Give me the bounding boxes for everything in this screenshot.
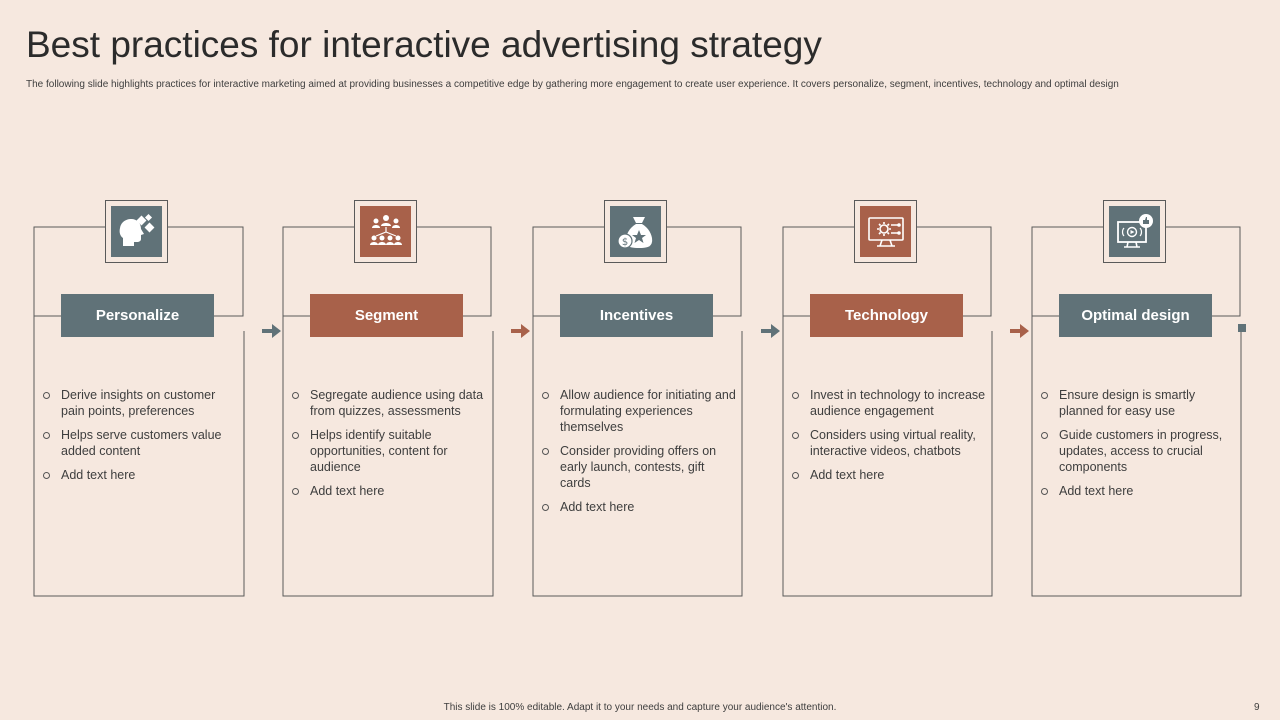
list-item: Add text here bbox=[292, 483, 487, 499]
step-personalize: Personalize Derive insights on customer … bbox=[33, 200, 245, 597]
page-number: 9 bbox=[1254, 702, 1260, 713]
end-marker bbox=[1238, 324, 1246, 332]
step-frame bbox=[532, 226, 743, 597]
list-item: Add text here bbox=[1041, 483, 1236, 499]
list-item: Add text here bbox=[542, 499, 737, 515]
icon-frame bbox=[354, 200, 417, 263]
list-item: Allow audience for initiating and formul… bbox=[542, 387, 737, 435]
list-item: Ensure design is smartly planned for eas… bbox=[1041, 387, 1236, 419]
arrow-right-icon bbox=[511, 324, 530, 338]
list-item: Derive insights on customer pain points,… bbox=[43, 387, 238, 419]
bullet-list: Derive insights on customer pain points,… bbox=[43, 387, 238, 491]
bullet-list: Invest in technology to increase audienc… bbox=[792, 387, 987, 491]
page-title: Best practices for interactive advertisi… bbox=[26, 24, 822, 65]
step-frame bbox=[33, 226, 245, 597]
step-frame bbox=[1031, 226, 1242, 597]
list-item: Helps identify suitable opportunities, c… bbox=[292, 427, 487, 475]
step-frame bbox=[282, 226, 494, 597]
head-puzzle-icon bbox=[111, 206, 162, 257]
money-bag-icon: $ bbox=[610, 206, 661, 257]
screen-design-icon bbox=[1109, 206, 1160, 257]
icon-frame bbox=[854, 200, 917, 263]
step-label: Optimal design bbox=[1059, 294, 1212, 337]
icon-frame bbox=[1103, 200, 1166, 263]
icon-frame: $ bbox=[604, 200, 667, 263]
step-label: Incentives bbox=[560, 294, 713, 337]
list-item: Guide customers in progress, updates, ac… bbox=[1041, 427, 1236, 475]
list-item: Add text here bbox=[792, 467, 987, 483]
arrow-right-icon bbox=[262, 324, 281, 338]
step-optimal-design: Optimal design Ensure design is smartly … bbox=[1031, 200, 1242, 597]
audience-segment-icon bbox=[360, 206, 411, 257]
step-label: Technology bbox=[810, 294, 963, 337]
step-frame bbox=[782, 226, 993, 597]
footer-note: This slide is 100% editable. Adapt it to… bbox=[443, 702, 837, 713]
step-segment: Segment Segregate audience using data fr… bbox=[282, 200, 494, 597]
arrow-right-icon bbox=[1010, 324, 1029, 338]
bullet-list: Ensure design is smartly planned for eas… bbox=[1041, 387, 1236, 507]
bullet-list: Segregate audience using data from quizz… bbox=[292, 387, 487, 507]
list-item: Invest in technology to increase audienc… bbox=[792, 387, 987, 419]
page-subtitle: The following slide highlights practices… bbox=[26, 79, 1119, 90]
list-item: Considers using virtual reality, interac… bbox=[792, 427, 987, 459]
svg-text:$: $ bbox=[621, 237, 627, 248]
list-item: Segregate audience using data from quizz… bbox=[292, 387, 487, 419]
step-label: Segment bbox=[310, 294, 463, 337]
list-item: Helps serve customers value added conten… bbox=[43, 427, 238, 459]
monitor-gear-icon bbox=[860, 206, 911, 257]
arrow-right-icon bbox=[761, 324, 780, 338]
list-item: Add text here bbox=[43, 467, 238, 483]
list-item: Consider providing offers on early launc… bbox=[542, 443, 737, 491]
bullet-list: Allow audience for initiating and formul… bbox=[542, 387, 737, 523]
icon-frame bbox=[105, 200, 168, 263]
step-technology: Technology Invest in technology to incre… bbox=[782, 200, 993, 597]
step-incentives: $ Incentives Allow audience for initiati… bbox=[532, 200, 743, 597]
step-label: Personalize bbox=[61, 294, 214, 337]
